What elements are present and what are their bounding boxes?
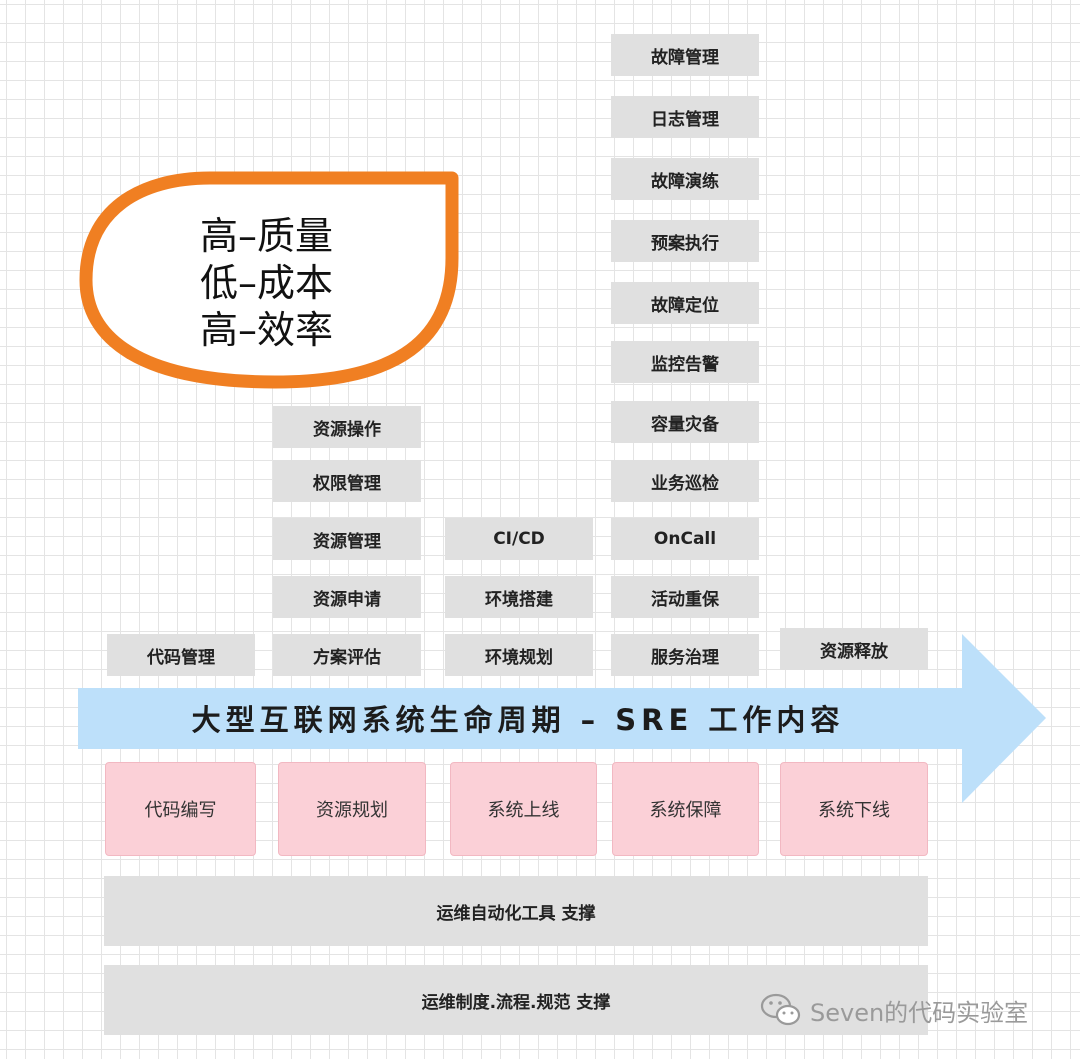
motto-quality: 高–质量: [200, 214, 334, 258]
stage-system-guarantee: 系统保障: [612, 762, 759, 856]
task-code-management: 代码管理: [107, 634, 255, 676]
support-automation-tools: 运维自动化工具 支撑: [104, 876, 928, 946]
task-resource-request: 资源申请: [273, 576, 421, 618]
task-service-governance: 服务治理: [611, 634, 759, 676]
task-env-setup: 环境搭建: [445, 576, 593, 618]
stage-code-writing: 代码编写: [105, 762, 256, 856]
task-resource-management: 资源管理: [273, 518, 421, 560]
task-monitoring-alert: 监控告警: [611, 341, 759, 383]
task-contingency-execution: 预案执行: [611, 220, 759, 262]
wechat-icon: [760, 993, 801, 1026]
stage-system-launch: 系统上线: [450, 762, 597, 856]
task-business-inspection: 业务巡检: [611, 460, 759, 502]
task-fault-drill: 故障演练: [611, 158, 759, 200]
task-ci-cd: CI/CD: [445, 518, 593, 560]
task-resource-release: 资源释放: [780, 628, 928, 670]
motto-efficiency: 高–效率: [200, 308, 334, 352]
task-capacity-dr: 容量灾备: [611, 401, 759, 443]
lifecycle-title: 大型互联网系统生命周期 – SRE 工作内容: [191, 703, 845, 737]
task-plan-evaluation: 方案评估: [273, 634, 421, 676]
watermark: Seven的代码实验室: [760, 990, 1028, 1030]
task-resource-operation: 资源操作: [273, 406, 421, 448]
task-log-management: 日志管理: [611, 96, 759, 138]
motto-cost: 低–成本: [200, 261, 334, 305]
watermark-text: Seven的代码实验室: [810, 998, 1029, 1027]
stage-system-offline: 系统下线: [780, 762, 928, 856]
task-event-guarantee: 活动重保: [611, 576, 759, 618]
task-fault-location: 故障定位: [611, 282, 759, 324]
task-env-planning: 环境规划: [445, 634, 593, 676]
stage-resource-planning: 资源规划: [278, 762, 426, 856]
task-permission-management: 权限管理: [273, 460, 421, 502]
task-oncall: OnCall: [611, 518, 759, 560]
task-fault-management: 故障管理: [611, 34, 759, 76]
